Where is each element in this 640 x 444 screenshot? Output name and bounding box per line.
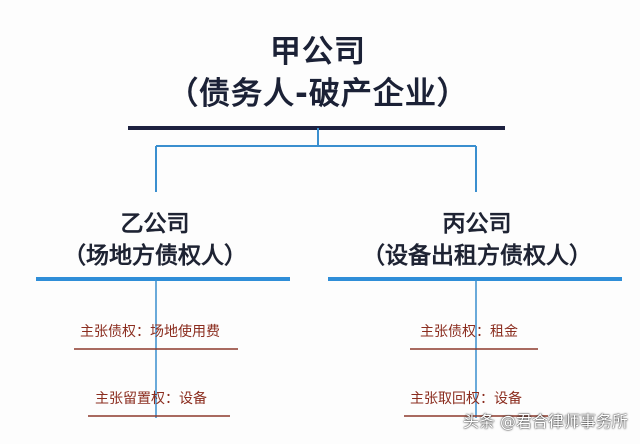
left-node-subtitle: （场地方债权人） xyxy=(63,243,247,269)
right-claim-retrieval: 主张取回权：设备 xyxy=(410,391,522,407)
watermark: 头条 @君合律师事务所 xyxy=(462,412,628,431)
right-node-title: 丙公司 xyxy=(442,211,512,237)
left-node-title: 乙公司 xyxy=(120,211,190,237)
left-claim-debt: 主张债权：场地使用费 xyxy=(80,324,220,340)
right-node-subtitle: （设备出租方债权人） xyxy=(362,243,592,269)
left-claim-lien: 主张留置权：设备 xyxy=(95,391,207,407)
right-claim-debt: 主张债权：租金 xyxy=(420,324,518,340)
root-node-title: 甲公司 xyxy=(270,34,366,70)
root-node-subtitle: （债务人-破产企业） xyxy=(167,76,469,112)
